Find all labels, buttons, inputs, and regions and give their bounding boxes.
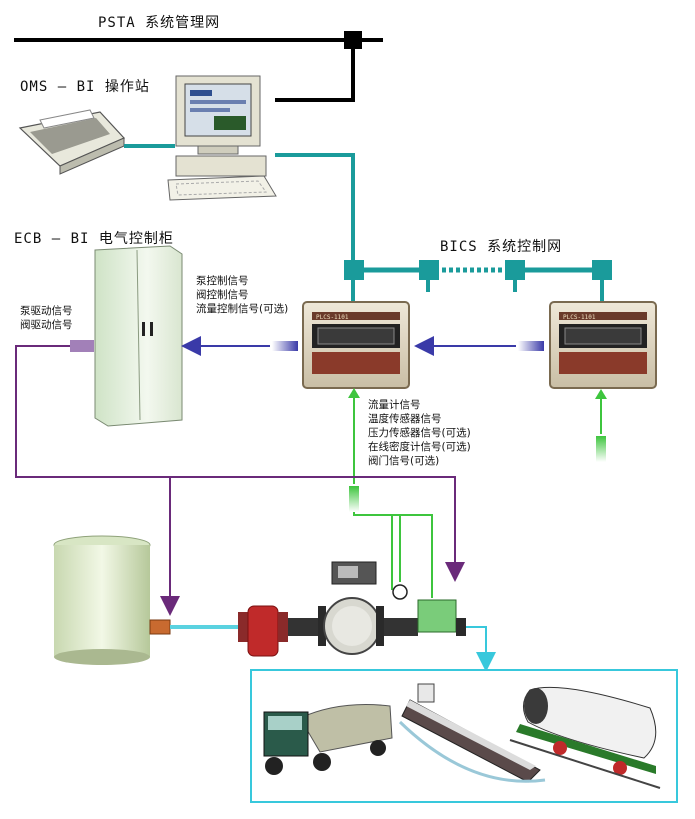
controller-panel-2	[549, 301, 657, 389]
pipeline	[238, 561, 466, 657]
field-input-signals: 流量计信号 温度传感器信号 压力传感器信号(可选) 在线密度计信号(可选) 阀门…	[368, 398, 471, 468]
printer-icon	[18, 109, 126, 175]
controller-panel-1-label: PLCS-1101	[316, 314, 349, 321]
psta-network-title: PSTA 系统管理网	[98, 15, 221, 31]
field-signal-source-2	[596, 436, 606, 462]
controller-output-signal: 泵控制信号	[196, 275, 249, 287]
ecb-cabinet-title: ECB — BI 电气控制柜	[14, 231, 174, 247]
bics-network	[344, 260, 612, 302]
sensor-lines	[353, 512, 433, 598]
pipeline-outlet	[466, 626, 496, 672]
workstation-icon	[167, 75, 277, 201]
field-signal-source-1	[349, 486, 359, 512]
controller-output-signals: 泵控制信号 阀控制信号 流量控制信号(可选)	[196, 274, 288, 316]
field-input-signal: 流量计信号	[368, 399, 421, 411]
field-input-signal: 阀门信号(可选)	[368, 455, 440, 467]
ecb-input-signal: 泵驱动信号	[20, 305, 73, 317]
tanker-truck-icon	[263, 704, 393, 775]
field-input-signal: 压力传感器信号(可选)	[368, 427, 471, 439]
storage-tank	[53, 535, 171, 665]
workstation-link	[275, 153, 355, 270]
ecb-input-signals: 泵驱动信号 阀驱动信号	[20, 304, 73, 332]
ecb-input-signal: 阀驱动信号	[20, 319, 73, 331]
field-input-signal: 温度传感器信号	[368, 413, 442, 425]
tanker-ship-icon	[398, 683, 546, 783]
controller-panel-1	[302, 301, 410, 389]
blue-signal-source-1	[272, 341, 298, 351]
rail-tank-car-icon	[509, 686, 661, 789]
controller-output-signal: 流量控制信号(可选)	[196, 303, 289, 315]
oms-workstation-title: OMS — BI 操作站	[20, 79, 150, 95]
electrical-cabinet	[70, 245, 183, 427]
controller-panel-2-label: PLCS-1101	[563, 314, 596, 321]
bics-network-title: BICS 系统控制网	[440, 239, 563, 255]
psta-network	[14, 31, 383, 102]
drive-signal-lines	[15, 345, 465, 616]
blue-signal-source-2	[518, 341, 544, 351]
controller-output-signal: 阀控制信号	[196, 289, 249, 301]
field-input-signal: 在线密度计信号(可选)	[368, 441, 471, 453]
